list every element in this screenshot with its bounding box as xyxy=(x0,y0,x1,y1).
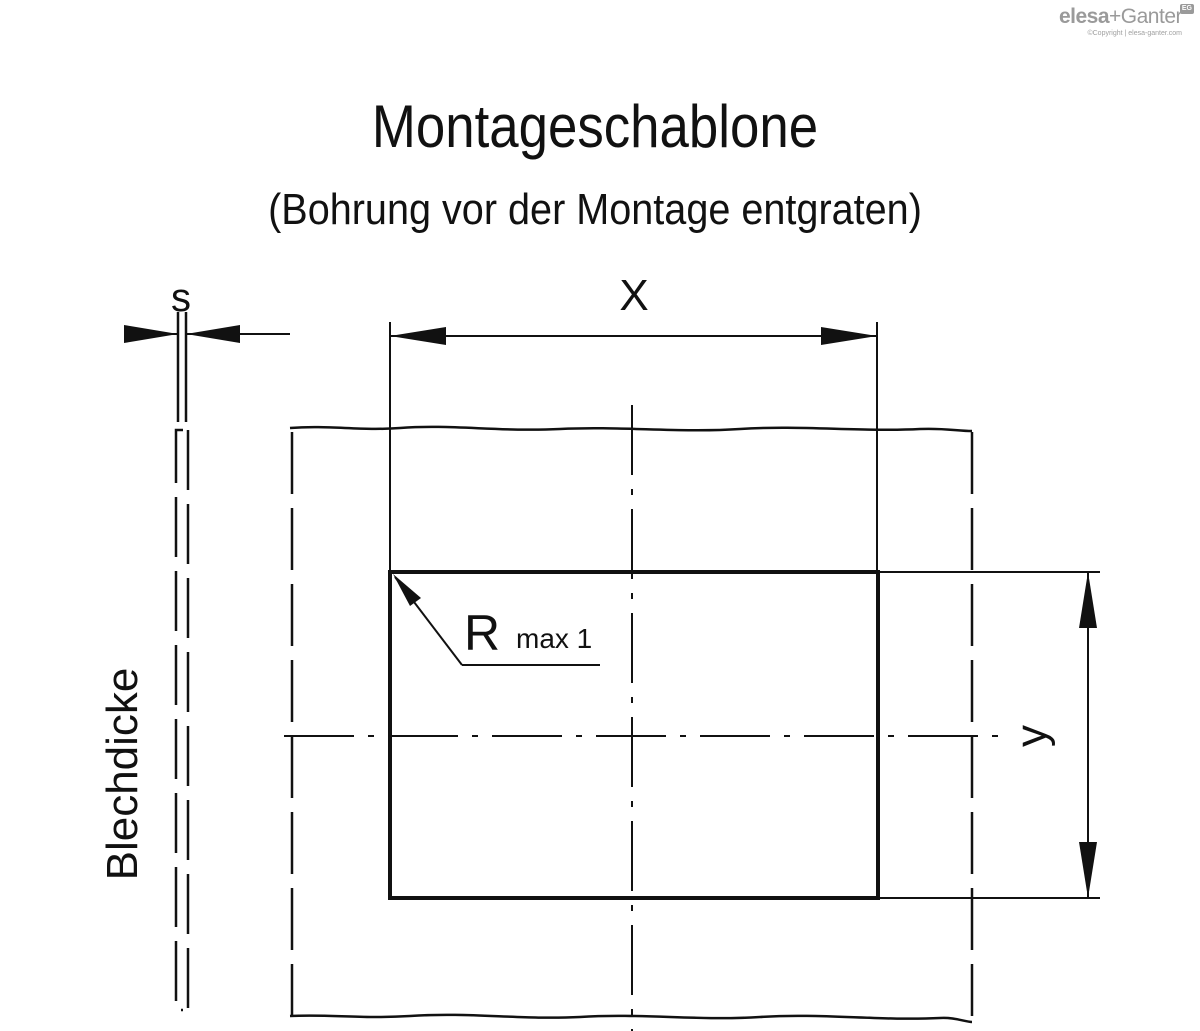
logo-brand-a: elesa xyxy=(1058,5,1110,28)
y-arrow-bottom xyxy=(1079,842,1097,898)
radius-label: R xyxy=(464,605,500,661)
panel-break-bottom xyxy=(289,1013,973,1024)
sheet-section-outer xyxy=(174,428,183,1012)
thickness-arrow-left xyxy=(124,325,178,343)
logo-wordmark: elesa+Ganter xyxy=(1012,5,1183,28)
y-arrow-top xyxy=(1079,572,1097,628)
y-label: y xyxy=(1007,725,1056,747)
y-dimension xyxy=(878,571,1100,899)
logo-copyright: ©Copyright | elesa-ganter.com xyxy=(1087,30,1182,37)
x-dimension xyxy=(389,322,878,572)
x-label: X xyxy=(619,271,648,320)
centre-lines xyxy=(284,405,998,1031)
page-subtitle: (Bohrung vor der Montage entgraten) xyxy=(268,185,922,234)
thickness-label: s xyxy=(171,276,191,320)
panel-outline xyxy=(289,425,974,1024)
panel-break-top xyxy=(289,425,973,433)
x-arrow-right xyxy=(821,327,877,345)
logo-brand-b: +Ganter xyxy=(1109,5,1182,28)
sheet-section-hidden-lines xyxy=(174,428,190,1012)
cutout-rectangle xyxy=(388,570,880,900)
sheet-thickness-label: Blechdicke xyxy=(98,668,147,881)
logo-badge: EG xyxy=(1179,4,1194,14)
x-arrow-left xyxy=(390,327,446,345)
radius-leader xyxy=(393,574,600,666)
radius-arrow xyxy=(393,574,421,606)
page-title: Montageschablone xyxy=(371,93,819,160)
thickness-arrow-right xyxy=(186,325,240,343)
radius-sublabel: max 1 xyxy=(516,623,592,654)
thickness-dimension xyxy=(124,312,290,422)
elesa-ganter-logo: elesa+Ganter EG ©Copyright | elesa-gante… xyxy=(1012,4,1194,40)
